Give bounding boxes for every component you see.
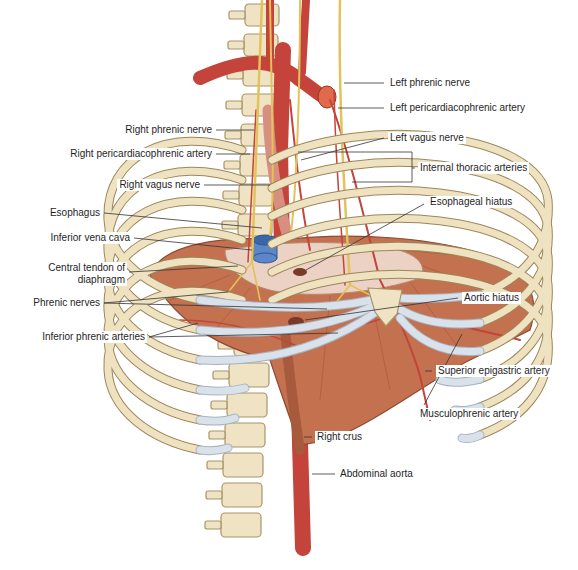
- leader-bracket: [149, 323, 338, 337]
- vertebra: [229, 363, 269, 387]
- vertebra: [238, 214, 272, 236]
- rib: [108, 291, 242, 450]
- leader-line: [306, 204, 424, 270]
- spinous-process: [226, 101, 242, 109]
- leader-line: [134, 238, 252, 250]
- costal-cartilage: [200, 388, 245, 391]
- leader-line: [338, 108, 384, 109]
- spinous-process: [213, 371, 229, 379]
- leader-line: [104, 213, 262, 228]
- costal-cartilage: [200, 388, 245, 391]
- rib-outlines: [108, 134, 548, 450]
- leader-line: [305, 298, 458, 320]
- costal-cartilage: [462, 435, 480, 439]
- leader-line: [216, 130, 254, 131]
- inferior-vena-cava-base: [253, 253, 277, 263]
- rib: [272, 274, 548, 435]
- leader-line: [344, 83, 384, 84]
- costal-cartilage: [440, 379, 480, 382]
- vertebra: [227, 393, 267, 417]
- part-label: Abdominal aorta: [338, 468, 415, 480]
- spinous-process: [206, 491, 222, 499]
- vertebra: [225, 423, 265, 447]
- aorta-cut-end: [318, 86, 336, 108]
- vertebra: [223, 453, 263, 477]
- esophageal-hiatus: [293, 268, 307, 276]
- part-label: Inferior phrenic arteries: [40, 331, 147, 343]
- part-label: Left vagus nerve: [388, 132, 466, 144]
- spinous-process: [211, 401, 227, 409]
- costal-cartilage: [200, 312, 376, 360]
- part-label: Superior epigastric artery: [436, 365, 552, 377]
- costal-cartilage: [462, 435, 480, 439]
- leader-line: [129, 266, 238, 272]
- rib: [272, 134, 548, 295]
- part-label: Right crus: [315, 431, 364, 443]
- part-label: Left phrenic nerve: [388, 77, 472, 89]
- spinous-process: [229, 11, 245, 19]
- spinous-process: [209, 431, 225, 439]
- rib: [272, 218, 548, 379]
- leader-line: [312, 474, 335, 475]
- costal-cartilage: [400, 318, 480, 352]
- leader-line: [304, 437, 312, 438]
- costal-cartilage: [200, 418, 235, 421]
- part-label: Right phrenic nerve: [123, 124, 214, 136]
- spinous-process: [224, 161, 240, 169]
- rib: [108, 291, 242, 450]
- rib: [272, 274, 548, 435]
- costal-cartilage: [398, 308, 480, 324]
- part-label: Inferior vena cava: [49, 232, 133, 244]
- spinous-process: [205, 521, 221, 529]
- leader-line: [301, 138, 384, 160]
- costal-cartilage: [200, 448, 228, 451]
- part-label: Internal thoracic arteries: [418, 162, 529, 174]
- part-label: Aortic hiatus: [462, 292, 521, 304]
- ribs: [108, 134, 548, 450]
- costal-cartilage: [200, 448, 228, 451]
- vertebra: [221, 513, 261, 537]
- spinous-process: [225, 131, 241, 139]
- right-vagus-nerve: [270, 0, 273, 235]
- vertebra: [222, 483, 262, 507]
- aortic-arch: [200, 63, 324, 97]
- spinous-process: [223, 191, 239, 199]
- part-label: Phrenic nerves: [31, 297, 102, 309]
- leader-line: [425, 371, 432, 372]
- part-label: Esophageal hiatus: [428, 196, 514, 208]
- muscle-fiber: [320, 296, 330, 400]
- subclavian-artery: [302, 0, 306, 72]
- leader-line: [204, 185, 270, 186]
- costal-cartilage: [440, 379, 480, 382]
- part-label: Right pericardiacophrenic artery: [68, 148, 214, 160]
- part-label: Central tendon of diaphragm: [31, 262, 127, 286]
- costal-cartilage: [200, 418, 235, 421]
- right-phrenic-nerve: [252, 0, 262, 262]
- leader-line: [216, 154, 250, 155]
- part-label: Left pericardiacophrenic artery: [388, 102, 527, 114]
- costal-cartilage: [398, 308, 480, 324]
- rib: [272, 162, 548, 323]
- spinous-process: [207, 461, 223, 469]
- leader-bracket: [104, 292, 327, 309]
- part-label: Musculophrenic artery: [418, 408, 520, 420]
- leader-bracket: [298, 152, 415, 182]
- part-label: Right vagus nerve: [117, 179, 202, 191]
- part-label: Esophagus: [48, 207, 102, 219]
- spinous-process: [228, 41, 244, 49]
